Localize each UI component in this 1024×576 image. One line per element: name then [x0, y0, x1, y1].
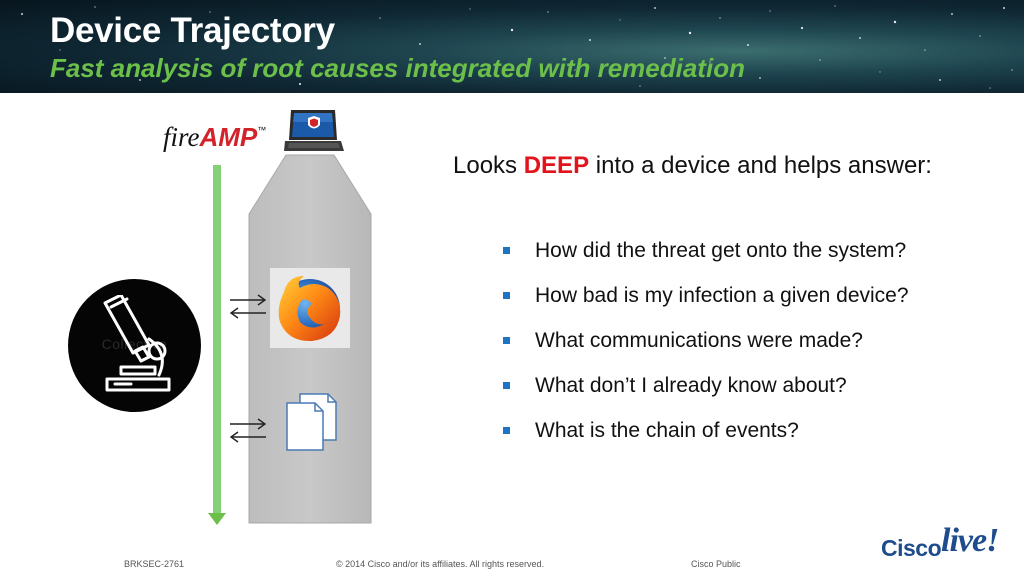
page-subtitle: Fast analysis of root causes integrated …	[50, 53, 745, 83]
intro-prefix: Looks	[453, 152, 524, 179]
question-text: How did the threat get onto the system?	[535, 239, 907, 262]
bidirectional-arrows-icon	[229, 418, 267, 443]
session-code: BRKSEC-2761	[124, 559, 185, 569]
logo-fire-text: fire	[163, 122, 200, 152]
question-text: What communications were made?	[535, 329, 863, 352]
logo-amp-text: AMP	[199, 122, 258, 152]
firefox-icon	[270, 268, 350, 348]
header-banner: Device Trajectory Fast analysis of root …	[0, 0, 1024, 93]
documents-icon	[286, 393, 337, 451]
collective-sandbox-circle: Collective	[68, 279, 201, 412]
classification-label: Cisco Public	[691, 559, 741, 569]
cisco-logo-text: Cisco	[881, 535, 942, 561]
microscope-icon	[103, 295, 171, 392]
intro-suffix: into a device and helps answer:	[589, 152, 932, 179]
question-text: How bad is my infection a given device?	[535, 284, 909, 307]
copyright-text: © 2014 Cisco and/or its affiliates. All …	[336, 559, 545, 569]
laptop-icon	[284, 110, 344, 151]
down-arrow-icon	[208, 165, 226, 525]
question-text: What is the chain of events?	[535, 419, 799, 442]
bullet-icon	[503, 337, 510, 344]
intro-emphasis: DEEP	[523, 152, 590, 179]
logo-tm-text: ™	[257, 125, 267, 135]
fireamp-logo: fireAMP™	[163, 122, 266, 152]
bullet-icon	[503, 382, 510, 389]
cisco-live-logo: Cisco live!	[881, 512, 1006, 562]
question-text: What don’t I already know about?	[535, 374, 847, 397]
bullet-icon	[503, 247, 510, 254]
page-title: Device Trajectory	[50, 11, 335, 50]
starfield-background	[21, 5, 1013, 89]
intro-text: Looks DEEP into a device and helps answe…	[453, 150, 953, 182]
bullet-icon	[503, 427, 510, 434]
live-logo-text: live!	[941, 522, 999, 559]
bullet-icon	[503, 292, 510, 299]
bidirectional-arrows-icon	[229, 294, 267, 319]
